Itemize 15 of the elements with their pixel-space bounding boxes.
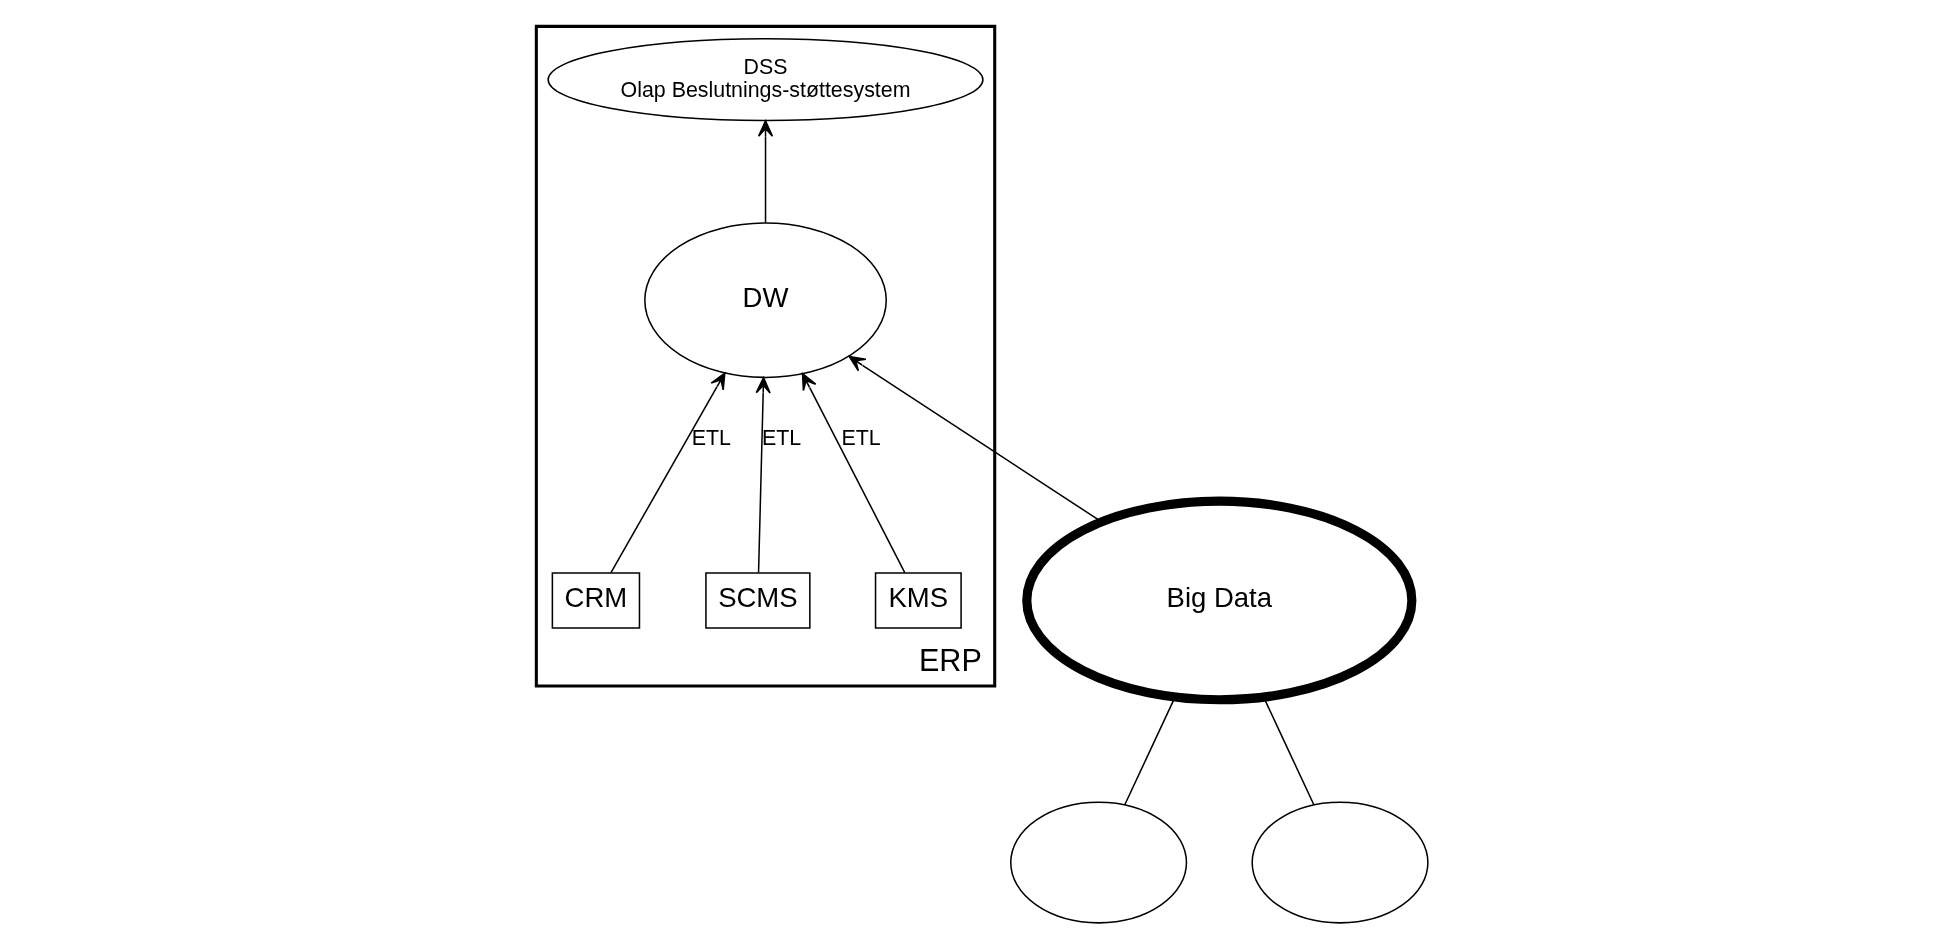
node-circle [1251,801,1429,924]
arrow [801,373,906,574]
node-box: CRM [551,572,641,629]
edge-label: ETL [691,425,731,450]
edge-label: ETL [761,425,802,450]
node-ellipse: DSS Olap Beslutnings-støttesystem [547,38,984,122]
arrow [757,120,774,224]
node-ellipse: DW [644,222,887,379]
arrow [755,376,771,574]
arrow [610,372,726,574]
node-box: SCMS [705,572,811,629]
node-circle [1010,801,1188,924]
node-ellipse: Big Data [1022,496,1417,705]
node-box: KMS [874,572,962,629]
edge-label: ETL [841,425,881,450]
